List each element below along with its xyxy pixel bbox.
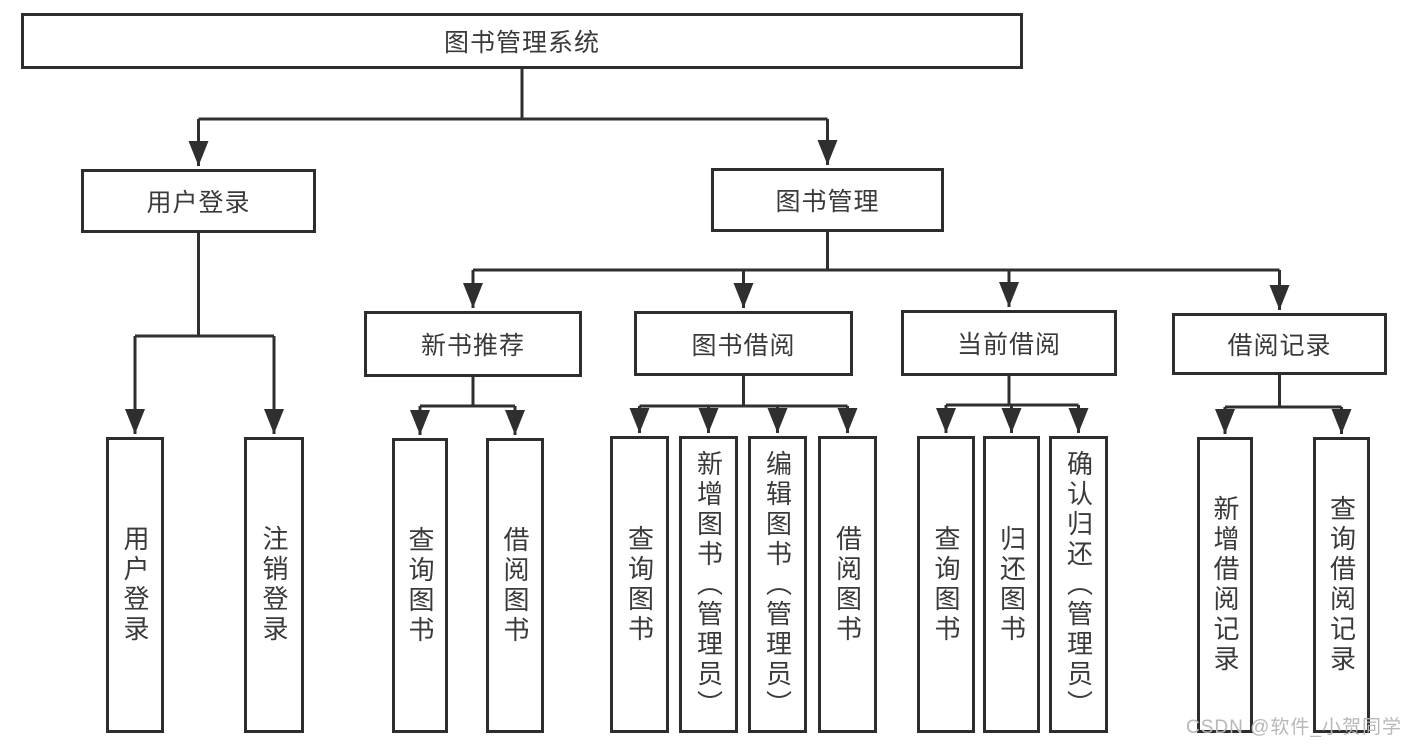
leaf-return-book: 归还图书 — [983, 436, 1040, 733]
leaf-label: 查询借阅记录 — [1326, 495, 1357, 675]
node-label: 新书推荐 — [420, 332, 525, 360]
leaf-label: 新增借阅记录 — [1210, 495, 1240, 675]
leaf-borrow-books-recommend: 借阅图书 — [486, 438, 544, 733]
node-label: 图书管理 — [775, 188, 880, 216]
leaf-label: 编辑图书（管理员） — [762, 449, 793, 720]
node-library-system: 图书管理系统 — [21, 13, 1023, 69]
leaf-label: 新增图书（管理员） — [693, 449, 724, 720]
leaf-logout: 注销登录 — [244, 437, 304, 733]
leaf-add-borrow-record: 新增借阅记录 — [1197, 437, 1253, 733]
leaf-query-borrow-record: 查询借阅记录 — [1313, 437, 1370, 733]
leaf-label: 注销登录 — [259, 525, 289, 645]
leaf-borrow-books: 借阅图书 — [818, 436, 877, 733]
connector-arrows — [125, 119, 1352, 435]
node-book-management: 图书管理 — [711, 168, 944, 232]
leaf-label: 用户登录 — [120, 525, 150, 645]
leaf-query-books-current: 查询图书 — [917, 436, 975, 733]
node-label: 图书管理系统 — [443, 29, 600, 57]
leaf-label: 查询图书 — [624, 524, 655, 645]
leaf-label: 借阅图书 — [500, 525, 530, 646]
leaf-user-login: 用户登录 — [106, 437, 164, 733]
node-borrow-records: 借阅记录 — [1172, 313, 1387, 375]
node-user-login: 用户登录 — [81, 169, 316, 233]
node-label: 图书借阅 — [691, 331, 796, 360]
node-book-borrowing: 图书借阅 — [634, 311, 853, 376]
leaf-query-books-recommend: 查询图书 — [392, 438, 448, 733]
node-new-book-recommend: 新书推荐 — [364, 311, 582, 377]
connector-trunks — [135, 69, 1342, 409]
leaf-label: 归还图书 — [996, 524, 1027, 645]
node-label: 借阅记录 — [1227, 332, 1332, 360]
leaf-label: 查询图书 — [931, 524, 961, 645]
node-label: 当前借阅 — [956, 331, 1061, 359]
leaf-label: 确认归还（管理员） — [1063, 449, 1094, 720]
leaf-edit-book-admin: 编辑图书（管理员） — [748, 436, 807, 733]
csdn-watermark: CSDN @软件_小贺同学 — [1186, 717, 1402, 738]
leaf-add-book-admin: 新增图书（管理员） — [679, 436, 738, 733]
leaf-confirm-return-admin: 确认归还（管理员） — [1049, 436, 1108, 733]
leaf-label: 查询图书 — [405, 525, 435, 646]
node-current-borrowing: 当前借阅 — [901, 310, 1117, 376]
leaf-label: 借阅图书 — [832, 524, 863, 645]
leaf-query-books-borrow: 查询图书 — [610, 436, 669, 733]
node-label: 用户登录 — [146, 189, 251, 217]
